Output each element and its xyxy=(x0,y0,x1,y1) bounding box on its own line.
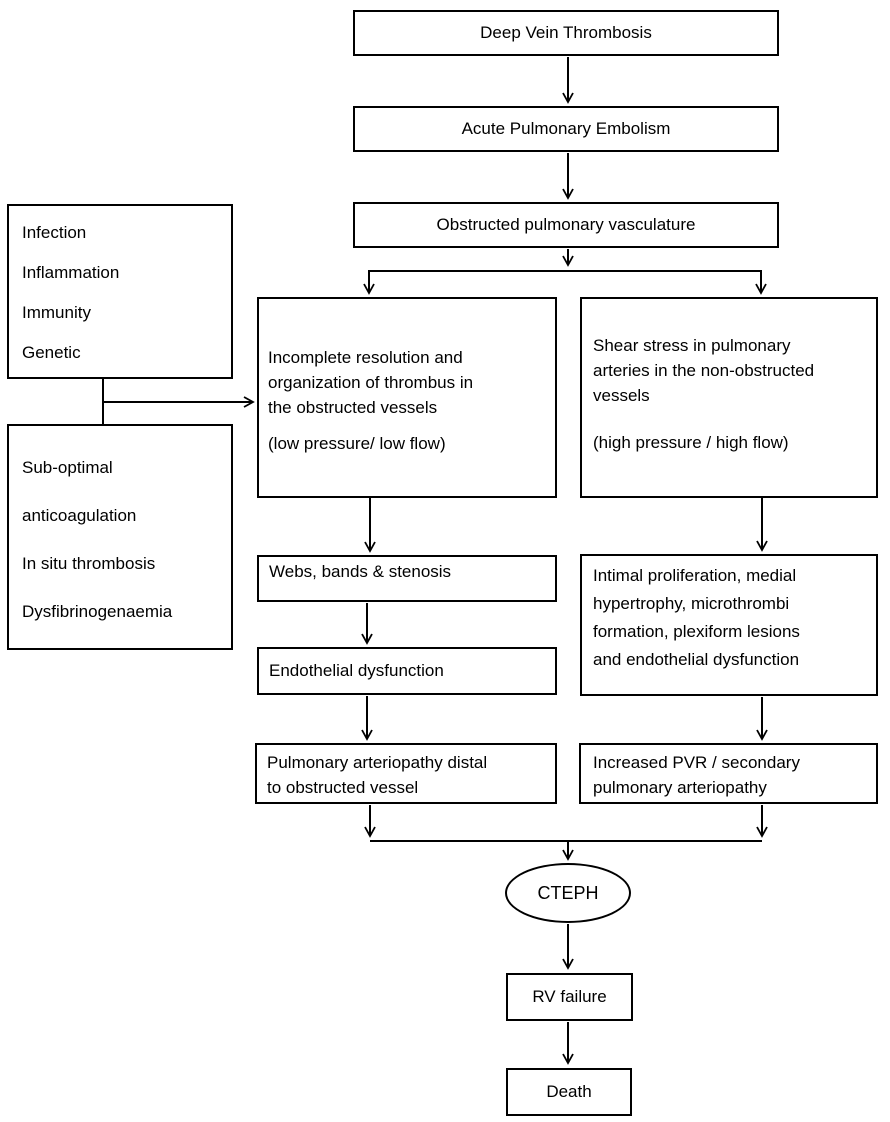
node-text-line: pulmonary arteriopathy xyxy=(593,778,767,797)
node-endothelial-dysfunction: Endothelial dysfunction xyxy=(257,647,557,695)
node-text-line: Intimal proliferation, medial xyxy=(593,566,797,585)
node-text-line: and endothelial dysfunction xyxy=(593,650,800,669)
node-text-line: Shear stress in pulmonary xyxy=(593,336,791,355)
risk-factor-suboptimal: Sub-optimal xyxy=(22,458,113,477)
node-text-line: to obstructed vessel xyxy=(267,778,419,797)
risk-factor-immunity: Immunity xyxy=(22,303,91,322)
node-label: Endothelial dysfunction xyxy=(269,661,444,680)
node-label: RV failure xyxy=(532,987,607,1006)
node-cteph: CTEPH xyxy=(505,863,631,923)
node-acute-pulmonary-embolism: Acute Pulmonary Embolism xyxy=(353,106,779,152)
node-text-line: Incomplete resolution and xyxy=(268,348,463,367)
node-label: Webs, bands & stenosis xyxy=(269,562,452,581)
node-label: CTEPH xyxy=(537,883,599,903)
node-death: Death xyxy=(506,1068,632,1116)
node-incomplete-resolution: Incomplete resolution and organization o… xyxy=(257,297,557,498)
risk-factor-dysfibrinogenaemia: Dysfibrinogenaemia xyxy=(22,602,173,621)
node-text-line: Increased PVR / secondary xyxy=(593,753,800,772)
node-label: Acute Pulmonary Embolism xyxy=(461,119,671,138)
node-text-line: the obstructed vessels xyxy=(268,398,438,417)
node-obstructed-pulmonary-vasculature: Obstructed pulmonary vasculature xyxy=(353,202,779,248)
node-label: Obstructed pulmonary vasculature xyxy=(436,215,696,234)
node-label: Death xyxy=(546,1082,592,1101)
node-deep-vein-thrombosis: Deep Vein Thrombosis xyxy=(353,10,779,56)
node-text-line: formation, plexiform lesions xyxy=(593,622,800,641)
node-risk-factors-bottom: Sub-optimal anticoagulation In situ thro… xyxy=(7,424,233,650)
risk-factor-genetic: Genetic xyxy=(22,343,81,362)
high-pressure-note: (high pressure / high flow) xyxy=(593,433,789,452)
risk-factor-infection: Infection xyxy=(22,223,87,242)
node-intimal-proliferation: Intimal proliferation, medial hypertroph… xyxy=(580,554,878,696)
risk-factor-anticoagulation: anticoagulation xyxy=(22,506,137,525)
node-text-line: vessels xyxy=(593,386,650,405)
node-shear-stress: Shear stress in pulmonary arteries in th… xyxy=(580,297,878,498)
node-pulmonary-arteriopathy-distal: Pulmonary arteriopathy distal to obstruc… xyxy=(255,743,557,804)
node-label: Deep Vein Thrombosis xyxy=(480,23,652,42)
node-text-line: arteries in the non-obstructed xyxy=(593,361,815,380)
node-text-line: hypertrophy, microthrombi xyxy=(593,594,790,613)
risk-factor-in-situ-thrombosis: In situ thrombosis xyxy=(22,554,156,573)
node-text-line: Pulmonary arteriopathy distal xyxy=(267,753,488,772)
low-pressure-note: (low pressure/ low flow) xyxy=(268,434,446,453)
node-risk-factors-top: Infection Inflammation Immunity Genetic xyxy=(7,204,233,379)
risk-factor-inflammation: Inflammation xyxy=(22,263,120,282)
node-text-line: organization of thrombus in xyxy=(268,373,474,392)
node-webs-bands-stenosis: Webs, bands & stenosis xyxy=(257,555,557,602)
node-increased-pvr: Increased PVR / secondary pulmonary arte… xyxy=(579,743,878,804)
node-rv-failure: RV failure xyxy=(506,973,633,1021)
